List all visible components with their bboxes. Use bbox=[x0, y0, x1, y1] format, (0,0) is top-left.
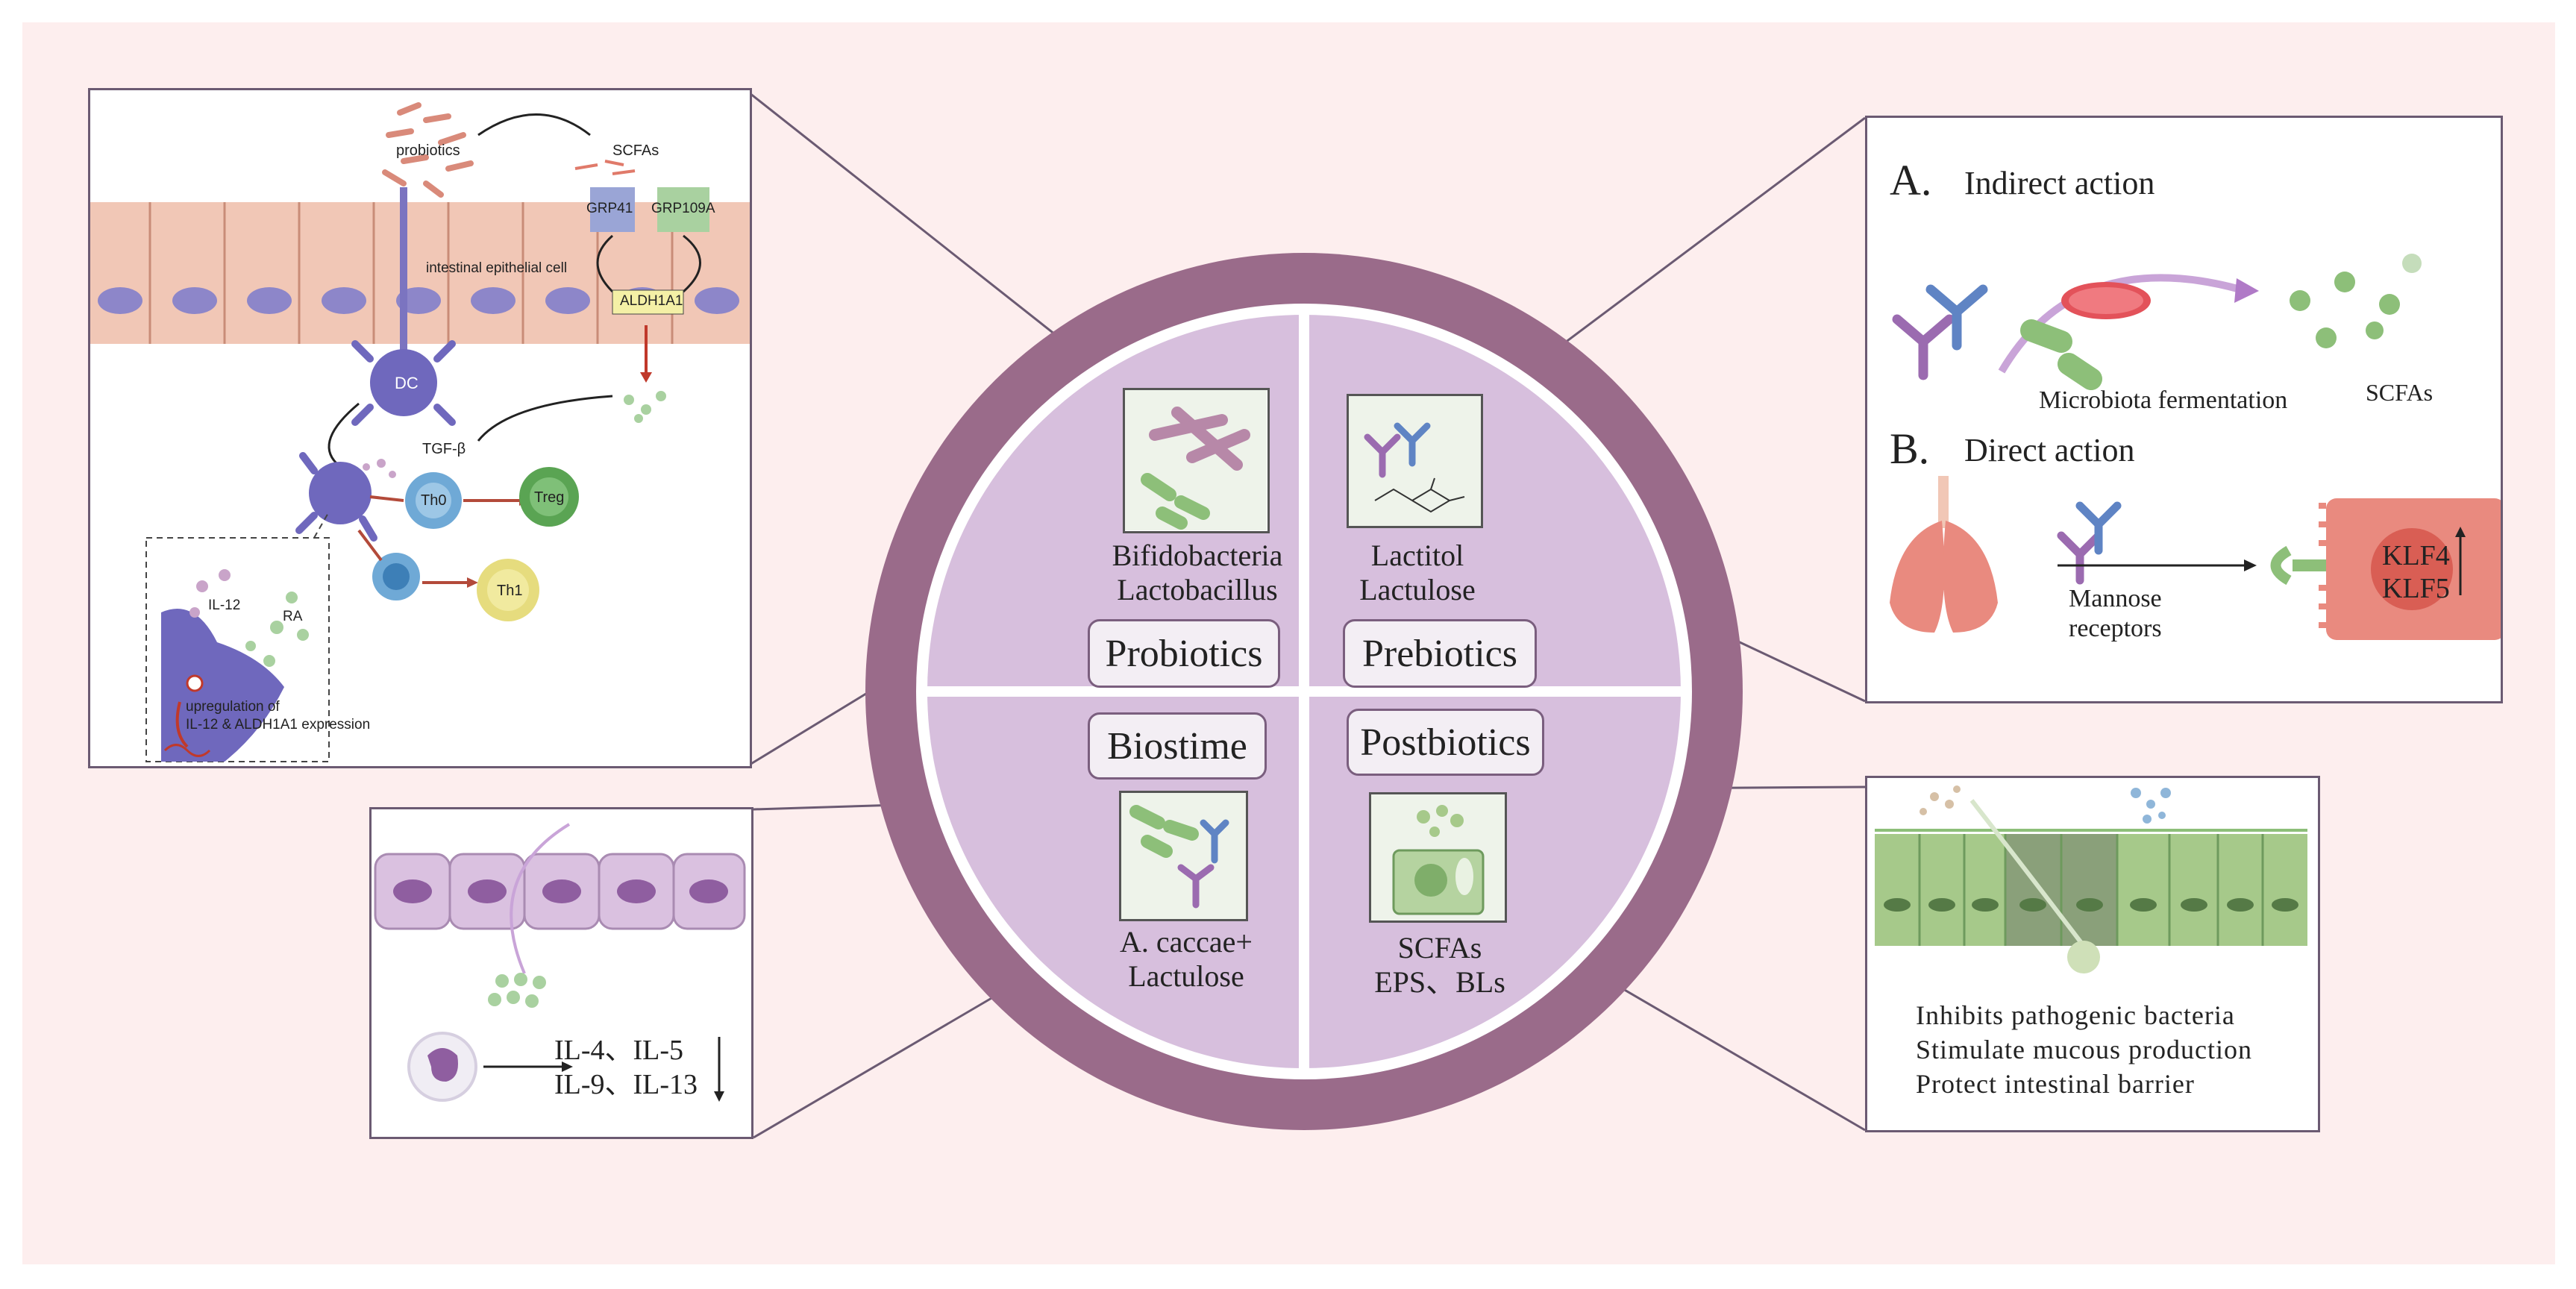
biostime-thumbnail bbox=[1119, 791, 1248, 921]
scfas-label: SCFAs bbox=[612, 142, 659, 159]
section-a-letter: A. bbox=[1890, 156, 1932, 204]
probiotics-caption: Bifidobacteria Lactobacillus bbox=[1112, 539, 1283, 606]
section-b-letter: B. bbox=[1890, 424, 1930, 473]
prebiotics-mechanism-panel: A. Indirect action Microbiota fermentati… bbox=[1865, 116, 2503, 703]
klf-label: KLF4 KLF5 bbox=[2382, 540, 2450, 604]
prebiotics-caption: Lactitol Lactulose bbox=[1359, 539, 1476, 606]
biostime-label: Biostime bbox=[1088, 712, 1267, 780]
postbiotics-mechanism-panel: Inhibits pathogenic bacteria Stimulate m… bbox=[1865, 776, 2320, 1132]
treg-label: Treg bbox=[534, 489, 565, 506]
th0-label: Th0 bbox=[421, 492, 447, 509]
probiotics-label: Probiotics bbox=[1088, 619, 1280, 688]
probiotics-label-small: probiotics bbox=[396, 142, 460, 159]
aldh1a1-label: ALDH1A1 bbox=[620, 293, 683, 309]
prebiotics-thumbnail bbox=[1347, 394, 1483, 528]
ra-label: RA bbox=[283, 609, 303, 624]
postbiotics-thumbnail bbox=[1369, 792, 1507, 923]
indirect-action-title: Indirect action bbox=[1964, 165, 2155, 201]
interleukins-label: IL-4、IL-5 IL-9、IL-13 bbox=[554, 1035, 698, 1100]
il12-label: IL-12 bbox=[208, 598, 241, 613]
grp41-label: GRP41 bbox=[586, 201, 633, 216]
biostime-caption: A. caccae+ Lactulose bbox=[1120, 925, 1253, 993]
upregulation-label: upregulation of IL-12 & ALDH1A1 expressi… bbox=[186, 699, 371, 733]
mannose-receptors-label: Mannose receptors bbox=[2069, 585, 2162, 642]
biostime-mechanism-panel: IL-4、IL-5 IL-9、IL-13 bbox=[369, 807, 753, 1139]
probiotics-mechanism-panel: probiotics SCFAs GRP41 GRP109A intestina… bbox=[88, 88, 752, 768]
postbiotics-caption: SCFAs EPS、BLs bbox=[1374, 931, 1505, 999]
dc-label: DC bbox=[395, 374, 419, 392]
grp109a-label: GRP109A bbox=[651, 201, 715, 216]
epithelial-cell-label: intestinal epithelial cell bbox=[426, 260, 568, 276]
postbiotics-label: Postbiotics bbox=[1347, 709, 1544, 776]
fermentation-label: Microbiota fermentation bbox=[2039, 386, 2288, 414]
th1-label: Th1 bbox=[497, 583, 523, 599]
scfas-product-label: SCFAs bbox=[2366, 379, 2434, 406]
prebiotics-label: Prebiotics bbox=[1343, 619, 1537, 688]
tgf-beta-label: TGF-β bbox=[422, 441, 466, 457]
postbiotics-effects: Inhibits pathogenic bacteria Stimulate m… bbox=[1916, 1000, 2252, 1099]
direct-action-title: Direct action bbox=[1964, 432, 2135, 468]
probiotics-thumbnail bbox=[1123, 388, 1270, 533]
